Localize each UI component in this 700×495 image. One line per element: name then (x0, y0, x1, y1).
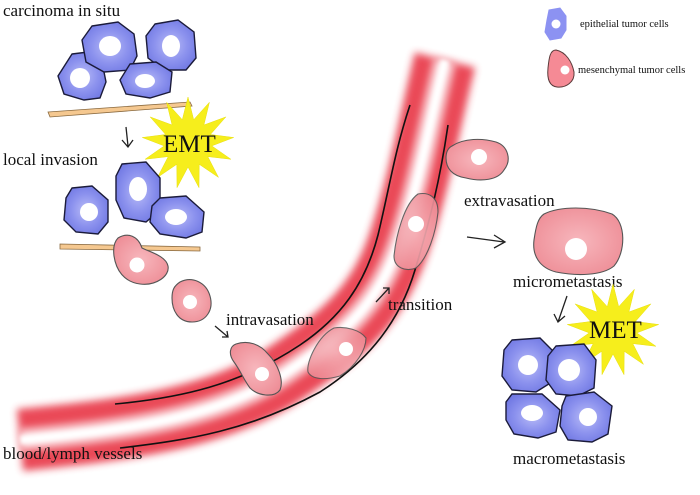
mesenchymal-cell (113, 234, 169, 285)
vessel-upper-edge (114, 104, 411, 405)
nucleus-icon (551, 19, 561, 29)
epithelial-cell (119, 61, 173, 99)
mesenchymal-cell (445, 138, 509, 181)
epithelial-cell (505, 393, 561, 439)
label-macrometastasis: macrometastasis (513, 449, 625, 468)
mesenchymal-cell-in-vessel (307, 326, 367, 380)
blood-vessel (16, 52, 476, 471)
legend-label-mesenchymal: mesenchymal tumor cells (578, 65, 685, 76)
epithelial-cell (559, 391, 613, 443)
starburst-icon (142, 96, 234, 188)
epithelial-cell (149, 195, 205, 239)
mesenchymal-cell (229, 341, 282, 396)
nucleus-icon (560, 65, 570, 75)
epithelial-cell (145, 19, 197, 71)
macrometastasis-cell-cluster (501, 337, 613, 443)
carcinoma-cell-cluster (57, 19, 197, 101)
micrometastasis-cell (533, 207, 624, 276)
legend-label-epithelial: epithelial tumor cells (580, 19, 669, 30)
epithelial-cell (115, 161, 161, 223)
arrow-right-icon (466, 234, 507, 249)
legend: epithelial tumor cells mesenchymal tumor… (544, 7, 685, 88)
label-extravasation: extravasation (464, 191, 555, 210)
arrow-down-icon (121, 126, 134, 149)
legend-item-mesenchymal: mesenchymal tumor cells (547, 49, 685, 88)
epithelial-cell (63, 185, 109, 235)
label-intravasation: intravasation (226, 310, 314, 329)
invasion-cell-cluster (63, 161, 205, 239)
met-label: MET (589, 317, 642, 344)
legend-item-epithelial: epithelial tumor cells (544, 7, 669, 41)
mesenchymal-cell-in-vessel (393, 192, 439, 271)
mesenchymal-cell (171, 279, 212, 323)
label-transition: transition (388, 295, 453, 314)
label-blood-lymph-vessels: blood/lymph vessels (3, 444, 142, 463)
epithelial-cell (545, 343, 597, 397)
label-local-invasion: local invasion (3, 150, 98, 169)
basement-membrane (47, 101, 193, 118)
label-micrometastasis: micrometastasis (513, 272, 623, 291)
label-carcinoma-in-situ: carcinoma in situ (3, 1, 121, 20)
arrow-icon (214, 325, 229, 338)
arrow-down-icon (553, 295, 568, 324)
emt-label: EMT (163, 131, 216, 158)
epithelial-cell (81, 21, 138, 73)
emt-burst: EMT (142, 96, 234, 188)
epithelial-cell (501, 337, 555, 393)
arrow-up-icon (375, 287, 390, 303)
